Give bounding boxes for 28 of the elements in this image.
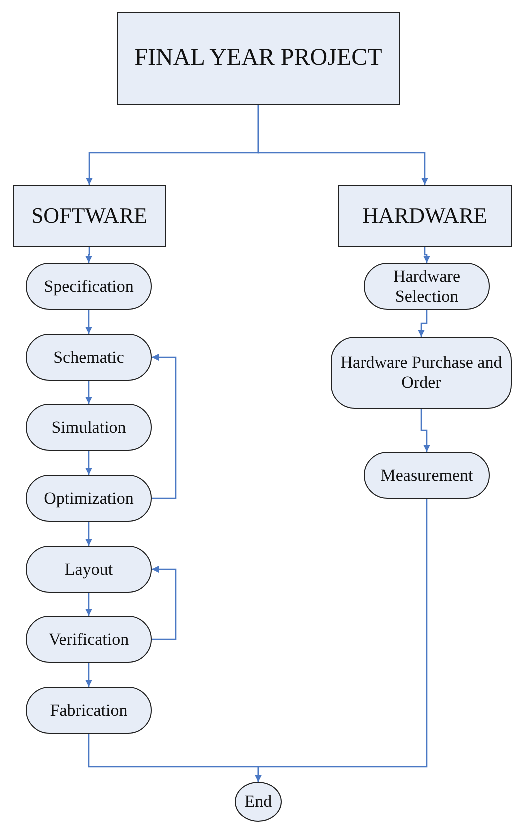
- arrow: [86, 381, 92, 404]
- arrow: [86, 310, 92, 334]
- process-box: SOFTWARE: [13, 185, 166, 247]
- arrow: [424, 247, 430, 263]
- step-terminal: Specification: [26, 263, 152, 310]
- process-box: HARDWARE: [338, 185, 512, 247]
- arrow: [86, 593, 92, 616]
- step-terminal: Measurement: [364, 452, 490, 499]
- step-terminal: Simulation: [26, 404, 152, 451]
- step-terminal: Verification: [26, 616, 152, 663]
- arrow: [258, 105, 428, 185]
- arrow: [255, 499, 428, 782]
- arrow: [152, 354, 177, 500]
- process-box: FINAL YEAR PROJECT: [117, 12, 400, 105]
- step-terminal: Hardware Selection: [364, 263, 490, 310]
- arrow: [418, 310, 428, 337]
- step-terminal: Hardware Purchase and Order: [331, 337, 512, 409]
- arrow: [152, 566, 177, 640]
- step-terminal: Layout: [26, 546, 152, 593]
- end-circle: End: [235, 782, 282, 822]
- arrow: [86, 663, 92, 687]
- step-terminal: Optimization: [26, 475, 152, 522]
- arrow: [420, 409, 430, 452]
- arrow: [86, 451, 92, 475]
- arrow: [86, 247, 92, 263]
- step-terminal: Schematic: [26, 334, 152, 381]
- step-terminal: Fabrication: [26, 687, 152, 734]
- arrow: [86, 522, 92, 546]
